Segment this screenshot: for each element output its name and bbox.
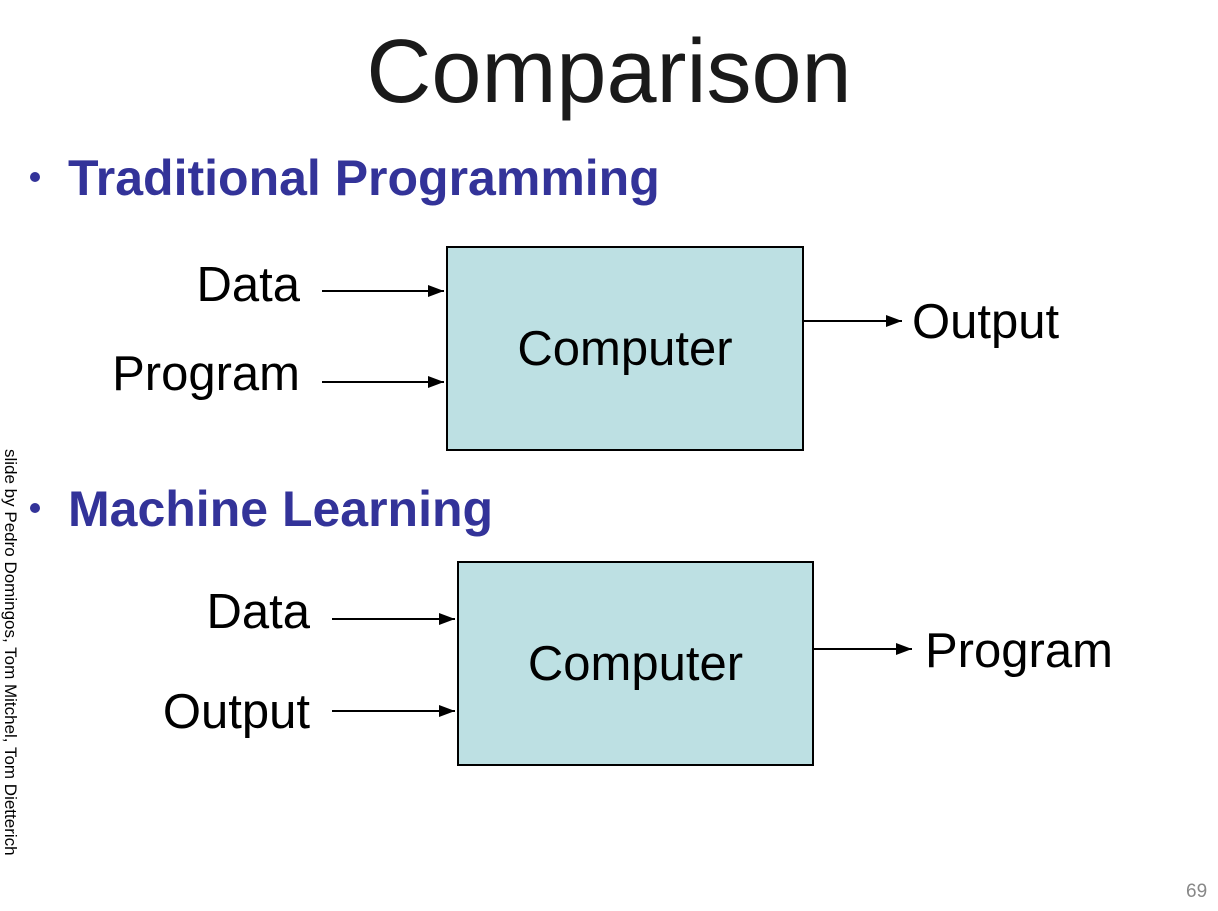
output-label-program: Program	[925, 624, 1113, 678]
computer-box-label: Computer	[517, 321, 733, 376]
slide-title: Comparison	[366, 22, 852, 122]
heading-traditional-programming: Traditional Programming	[68, 150, 660, 206]
output-label-output: Output	[912, 295, 1060, 349]
input-label-data: Data	[206, 585, 310, 639]
bullet-icon	[30, 172, 40, 182]
input-label-data: Data	[196, 258, 300, 312]
page-number: 69	[1186, 881, 1208, 902]
computer-box: Computer	[457, 561, 814, 766]
input-label-output: Output	[162, 685, 310, 739]
computer-box-label: Computer	[527, 636, 744, 691]
computer-box: Computer	[446, 246, 804, 451]
heading-machine-learning: Machine Learning	[68, 481, 494, 537]
slide-credit: slide by Pedro Domingos, Tom Mitchel, To…	[1, 449, 20, 856]
input-label-program: Program	[112, 347, 300, 401]
bullet-icon	[30, 503, 40, 513]
